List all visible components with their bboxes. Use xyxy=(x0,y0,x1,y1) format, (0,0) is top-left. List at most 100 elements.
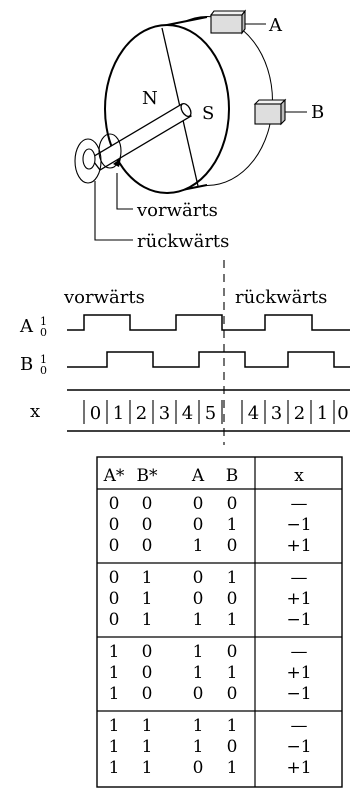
counter-value: 3 xyxy=(271,403,282,424)
table-cell: 1 xyxy=(142,737,153,757)
table-cell: 0 xyxy=(227,589,238,609)
signal-a-waveform xyxy=(67,314,350,331)
table-cell-x: — xyxy=(291,642,308,662)
timing-backward-label: rückwärts xyxy=(235,287,327,308)
forward-leader-line xyxy=(116,173,133,210)
header-b: B xyxy=(226,466,239,486)
signal-a-low-level: 0 xyxy=(40,326,47,339)
signal-a-high-level: 1 xyxy=(40,315,47,328)
table-cell-x: −1 xyxy=(286,610,311,630)
table-cell: 1 xyxy=(109,642,120,662)
table-cell: 1 xyxy=(227,610,238,630)
pole-n-label: N xyxy=(142,88,158,109)
table-cell: 0 xyxy=(109,568,120,588)
table-cell: 1 xyxy=(193,610,204,630)
table-cell: 1 xyxy=(227,758,238,778)
table-cell: 0 xyxy=(227,494,238,514)
table-cell: 1 xyxy=(109,663,120,683)
signal-a-name: A xyxy=(19,316,34,337)
table-cell: 1 xyxy=(109,737,120,757)
table-cell: 1 xyxy=(227,568,238,588)
counter-value: 4 xyxy=(248,403,259,424)
table-cell-x: −1 xyxy=(286,684,311,704)
table-cell: 0 xyxy=(109,589,120,609)
table-cell-x: −1 xyxy=(286,515,311,535)
sensor-b-label: B xyxy=(311,102,324,123)
table-cell: 1 xyxy=(193,716,204,736)
signal-b-high-level: 1 xyxy=(40,353,47,366)
header-a: A xyxy=(191,466,205,486)
table-cell: 1 xyxy=(142,716,153,736)
counter-value: 1 xyxy=(317,403,328,424)
sensor-b-block xyxy=(253,98,307,126)
counter-value: 4 xyxy=(182,403,193,424)
table-cell: 1 xyxy=(142,568,153,588)
table-cell: 0 xyxy=(227,642,238,662)
table-cell: 0 xyxy=(193,494,204,514)
table-cell-x: — xyxy=(291,716,308,736)
table-cell: 1 xyxy=(193,737,204,757)
table-cell-x: +1 xyxy=(286,536,311,556)
table-cell: 0 xyxy=(193,684,204,704)
backward-leader-line xyxy=(94,181,133,241)
table-cell: 1 xyxy=(227,716,238,736)
header-b-star: B* xyxy=(137,466,158,486)
table-cell: 1 xyxy=(142,589,153,609)
pole-s-label: S xyxy=(202,103,214,124)
table-cell-x: — xyxy=(291,568,308,588)
disk-front-face xyxy=(104,24,230,194)
table-cell: 0 xyxy=(142,536,153,556)
table-cell: 0 xyxy=(193,758,204,778)
header-a-star: A* xyxy=(103,466,125,486)
table-cell-x: +1 xyxy=(286,589,311,609)
table-cell: 0 xyxy=(227,536,238,556)
sensor-a-label: A xyxy=(268,15,283,36)
timing-forward-label: vorwärts xyxy=(63,287,145,308)
counter-value: 2 xyxy=(294,403,305,424)
signal-b-low-level: 0 xyxy=(40,364,47,377)
table-cell-x: +1 xyxy=(286,663,311,683)
table-cell: 1 xyxy=(109,716,120,736)
table-cell: 0 xyxy=(109,515,120,535)
table-cell: 1 xyxy=(193,663,204,683)
table-cell: 0 xyxy=(109,494,120,514)
forward-direction-label: vorwärts xyxy=(136,200,218,221)
table-cell: 0 xyxy=(193,515,204,535)
table-cell: 1 xyxy=(142,610,153,630)
table-cell: 0 xyxy=(142,642,153,662)
table-cell: 0 xyxy=(227,737,238,757)
table-cell-x: −1 xyxy=(286,737,311,757)
backward-direction-label: rückwärts xyxy=(137,231,229,252)
table-cell: 0 xyxy=(142,684,153,704)
counter-value: 3 xyxy=(159,403,170,424)
sensor-a-block xyxy=(209,9,266,35)
counter-value: 0 xyxy=(90,403,101,424)
table-cell: 0 xyxy=(193,589,204,609)
counter-value: 5 xyxy=(205,403,216,424)
header-x: x xyxy=(294,466,304,486)
counter-value: 2 xyxy=(136,403,147,424)
rotation-arrows xyxy=(74,133,122,184)
table-cell: 1 xyxy=(193,642,204,662)
table-cell: 1 xyxy=(109,684,120,704)
table-cell: 1 xyxy=(109,758,120,778)
table-cell-x: +1 xyxy=(286,758,311,778)
counter-value: 0 xyxy=(337,403,348,424)
table-cell: 1 xyxy=(193,536,204,556)
table-cell: 1 xyxy=(227,663,238,683)
table-cell: 0 xyxy=(109,610,120,630)
signal-b-waveform xyxy=(67,351,350,368)
table-frame xyxy=(96,456,343,788)
table-cell: 0 xyxy=(142,663,153,683)
signal-b-name: B xyxy=(20,354,33,375)
table-cell: 0 xyxy=(227,684,238,704)
encoder-disk-illustration: N S A B xyxy=(74,9,324,252)
table-cell: 0 xyxy=(142,515,153,535)
counter-value: 1 xyxy=(113,403,124,424)
table-cell: 1 xyxy=(142,758,153,778)
table-cell: 0 xyxy=(142,494,153,514)
